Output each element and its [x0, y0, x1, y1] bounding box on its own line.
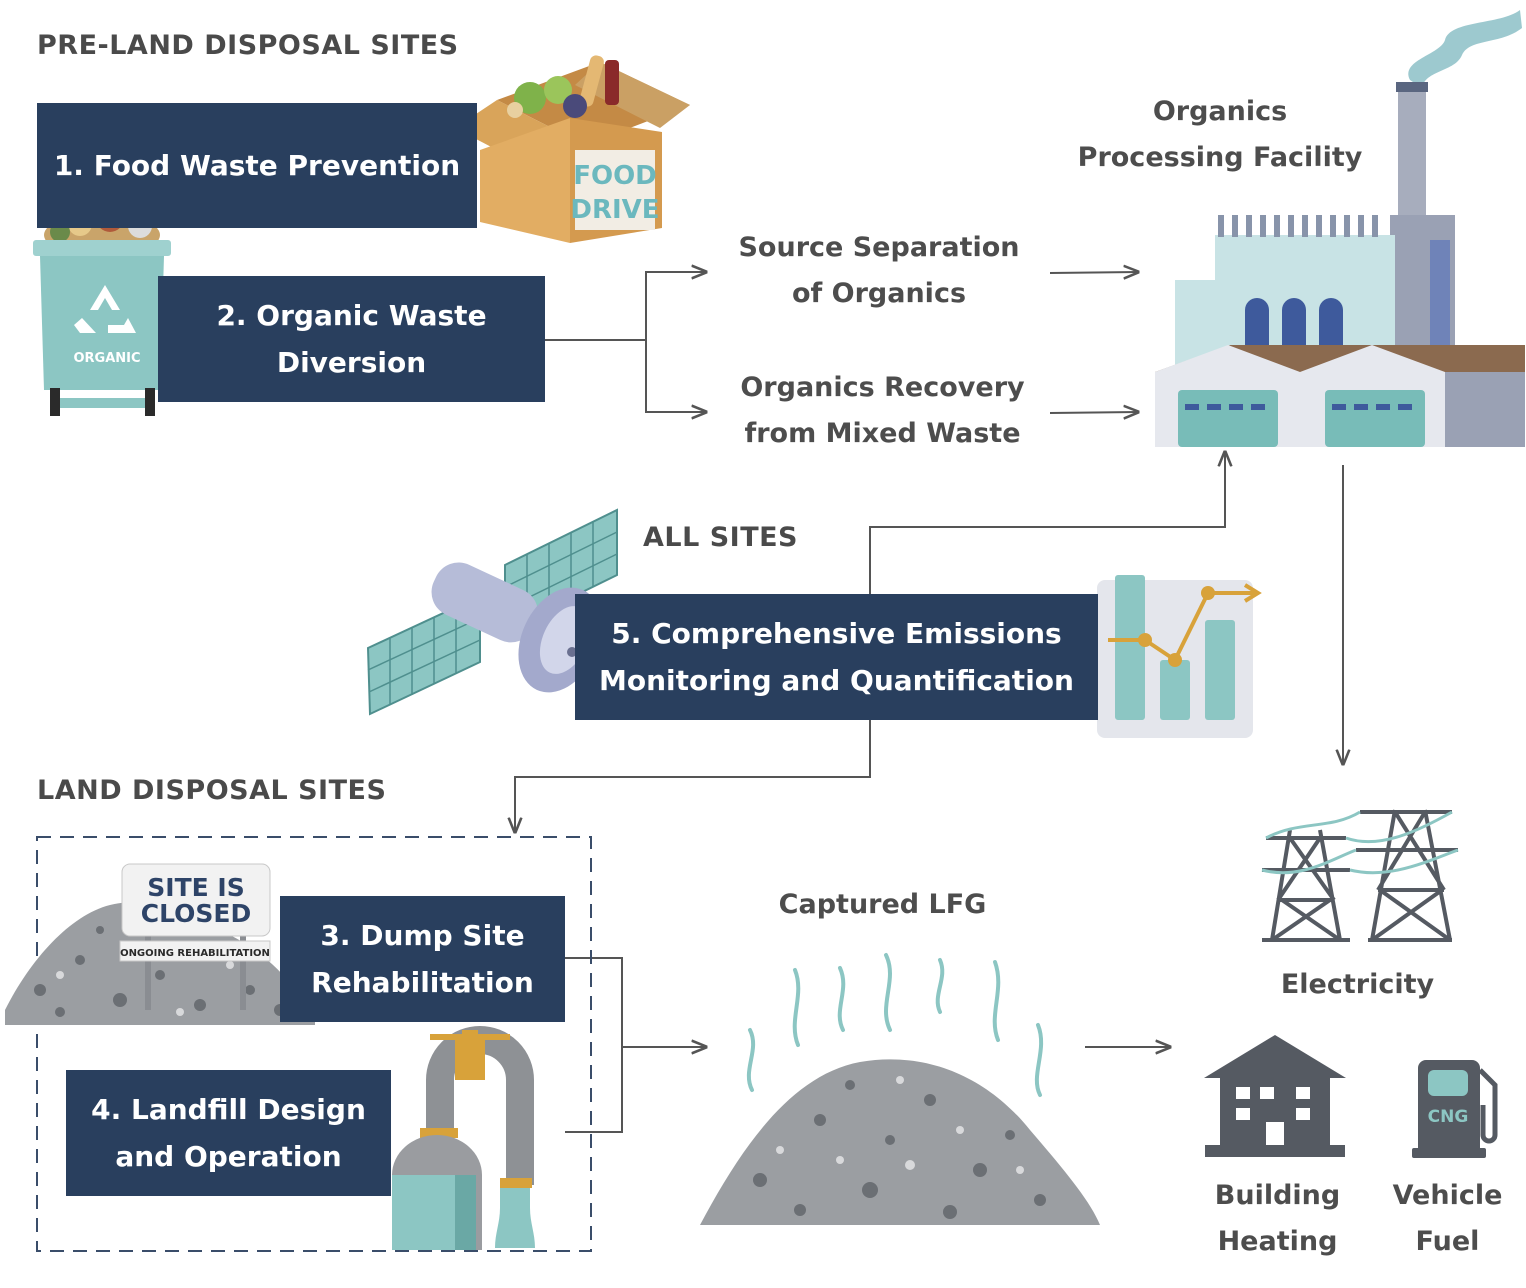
section-land: LAND DISPOSAL SITES: [37, 775, 387, 806]
box5-line1: 5. Comprehensive Emissions: [611, 617, 1062, 650]
box2-line1: 2. Organic Waste: [216, 299, 487, 332]
box-text-drive: DRIVE: [570, 195, 659, 225]
box5-line2: Monitoring and Quantification: [599, 664, 1074, 697]
pump-label: CNG: [1428, 1107, 1469, 1127]
facility-line1: Organics: [1152, 96, 1288, 127]
landfill-pile-icon: [700, 1059, 1100, 1225]
section-all-sites: ALL SITES: [643, 522, 799, 553]
label-processing-facility: Organics Processing Facility: [1070, 89, 1370, 181]
label-captured-lfg: Captured LFG: [778, 889, 987, 920]
box-food-waste-prevention: 1. Food Waste Prevention: [37, 103, 477, 228]
organic-bin-icon: ORGANIC: [33, 204, 171, 416]
arrow-monitoring-to-facility: [869, 452, 1225, 594]
site-closed-sign-icon: SITE IS CLOSED ONGOING REHABILITATION: [119, 863, 271, 1010]
label-building-heating: Building Heating: [1195, 1173, 1360, 1265]
arrow-monitoring-to-land: [515, 720, 871, 832]
box-landfill-design: 4. Landfill Design and Operation: [66, 1070, 391, 1196]
arrow-to-recovery: [645, 340, 706, 412]
section-pre-land: PRE-LAND DISPOSAL SITES: [37, 30, 459, 61]
sign-subline: ONGOING REHABILITATION: [120, 948, 270, 959]
bar-chart-icon: [1097, 575, 1262, 738]
bracket-landfill: [565, 957, 623, 1133]
recovery-line1: Organics Recovery: [740, 372, 1025, 403]
label-vehicle-fuel: Vehicle Fuel: [1380, 1173, 1515, 1265]
label-organics-recovery: Organics Recovery from Mixed Waste: [720, 365, 1045, 457]
recycle-icon: [74, 285, 136, 333]
connectors: [515, 272, 1343, 1133]
box3-line2: Rehabilitation: [311, 966, 534, 999]
factory-icon: [1155, 10, 1525, 447]
power-tower-icon: [1262, 809, 1458, 942]
sign-line-2: CLOSED: [141, 899, 251, 928]
heating-line2: Heating: [1217, 1226, 1338, 1257]
sign-line-1: SITE IS: [147, 873, 244, 902]
steam-icon: [746, 953, 1044, 1097]
recovery-line2: from Mixed Waste: [744, 418, 1021, 449]
box3-line1: 3. Dump Site: [320, 919, 525, 952]
box2-line2: Diversion: [276, 346, 427, 379]
gas-pipe-icon: [392, 1026, 535, 1250]
label-source-separation: Source Separation of Organics: [720, 225, 1038, 317]
power-lines: [1261, 810, 1459, 875]
box-text-food: FOOD: [573, 161, 657, 191]
box4-line1: 4. Landfill Design: [91, 1093, 366, 1126]
land-disposal-frame: [36, 836, 592, 1252]
bin-label: ORGANIC: [73, 351, 140, 366]
box4-line2: and Operation: [115, 1140, 342, 1173]
box-emissions-monitoring: 5. Comprehensive Emissions Monitoring an…: [575, 594, 1098, 720]
fuel-line1: Vehicle: [1392, 1180, 1503, 1211]
box-organic-waste-diversion: 2. Organic Waste Diversion: [158, 276, 545, 402]
arrow-source-to-facility: [1049, 272, 1138, 273]
box-dump-site-rehabilitation: 3. Dump Site Rehabilitation: [280, 896, 565, 1022]
label-electricity: Electricity: [1280, 969, 1435, 1000]
arrow-to-source-separation: [545, 272, 706, 341]
source-sep-line1: Source Separation: [738, 232, 1020, 263]
fuel-pump-icon: CNG: [1412, 1060, 1498, 1158]
building-icon: [1204, 1035, 1346, 1157]
facility-line2: Processing Facility: [1077, 142, 1363, 173]
food-drive-box-icon: FOOD DRIVE: [455, 55, 690, 243]
fuel-line2: Fuel: [1415, 1226, 1480, 1257]
source-sep-line2: of Organics: [791, 278, 967, 309]
arrow-recovery-to-facility: [1049, 412, 1138, 413]
heating-line1: Building: [1214, 1180, 1341, 1211]
box1-label: 1. Food Waste Prevention: [53, 149, 461, 182]
